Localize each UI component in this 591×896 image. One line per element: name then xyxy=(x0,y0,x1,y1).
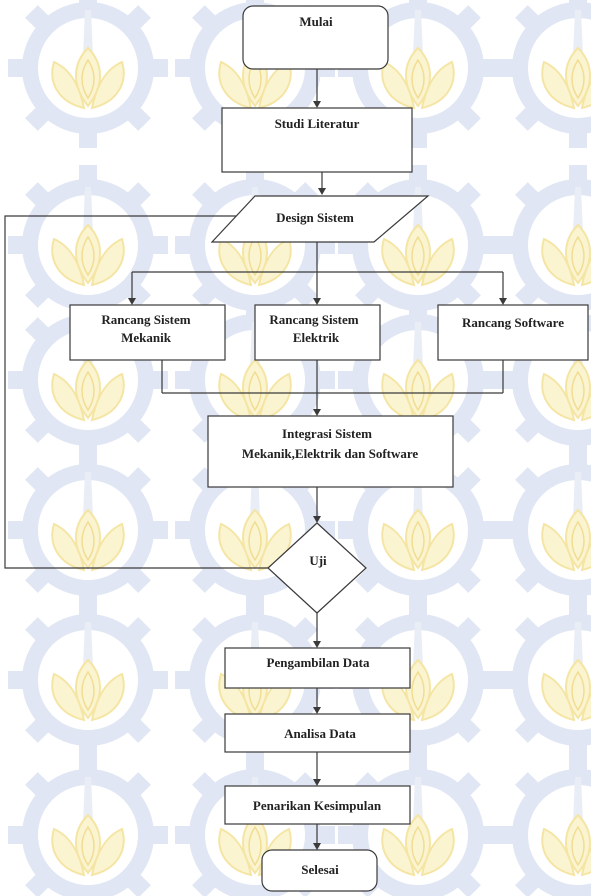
mechanical-process: Rancang Sistem Mekanik xyxy=(69,304,226,361)
start-terminator: Mulai xyxy=(242,5,389,70)
software-label: Rancang Software xyxy=(462,315,564,330)
conclusion-label: Penarikan Kesimpulan xyxy=(253,798,382,813)
design-io: Design Sistem xyxy=(210,195,430,243)
mechanical-label-line1: Rancang Sistem xyxy=(101,312,190,327)
software-process: Rancang Software xyxy=(437,304,589,361)
conclusion-process: Penarikan Kesimpulan xyxy=(224,785,411,825)
data-analysis-label: Analisa Data xyxy=(284,726,356,741)
end-label: Selesai xyxy=(301,862,339,877)
test-label: Uji xyxy=(309,553,327,568)
literature-label: Studi Literatur xyxy=(275,116,360,131)
integration-process: Integrasi Sistem Mekanik,Elektrik dan So… xyxy=(207,415,454,488)
design-label: Design Sistem xyxy=(276,210,354,225)
data-collection-process: Pengambilan Data xyxy=(224,647,411,689)
integration-label-line1: Integrasi Sistem xyxy=(282,426,372,441)
electrical-process: Rancang Sistem Elektrik xyxy=(254,304,381,361)
test-decision: Uji xyxy=(267,522,367,614)
electrical-label-line1: Rancang Sistem xyxy=(269,312,358,327)
mechanical-label-line2: Mekanik xyxy=(121,330,172,345)
data-collection-label: Pengambilan Data xyxy=(267,655,370,670)
electrical-label-line2: Elektrik xyxy=(293,330,340,345)
literature-process: Studi Literatur xyxy=(221,107,413,173)
start-label: Mulai xyxy=(299,14,333,29)
end-terminator: Selesai xyxy=(261,849,378,892)
integration-label-line2: Mekanik,Elektrik dan Software xyxy=(242,446,419,461)
connectors xyxy=(4,69,507,850)
data-analysis-process: Analisa Data xyxy=(224,713,411,753)
